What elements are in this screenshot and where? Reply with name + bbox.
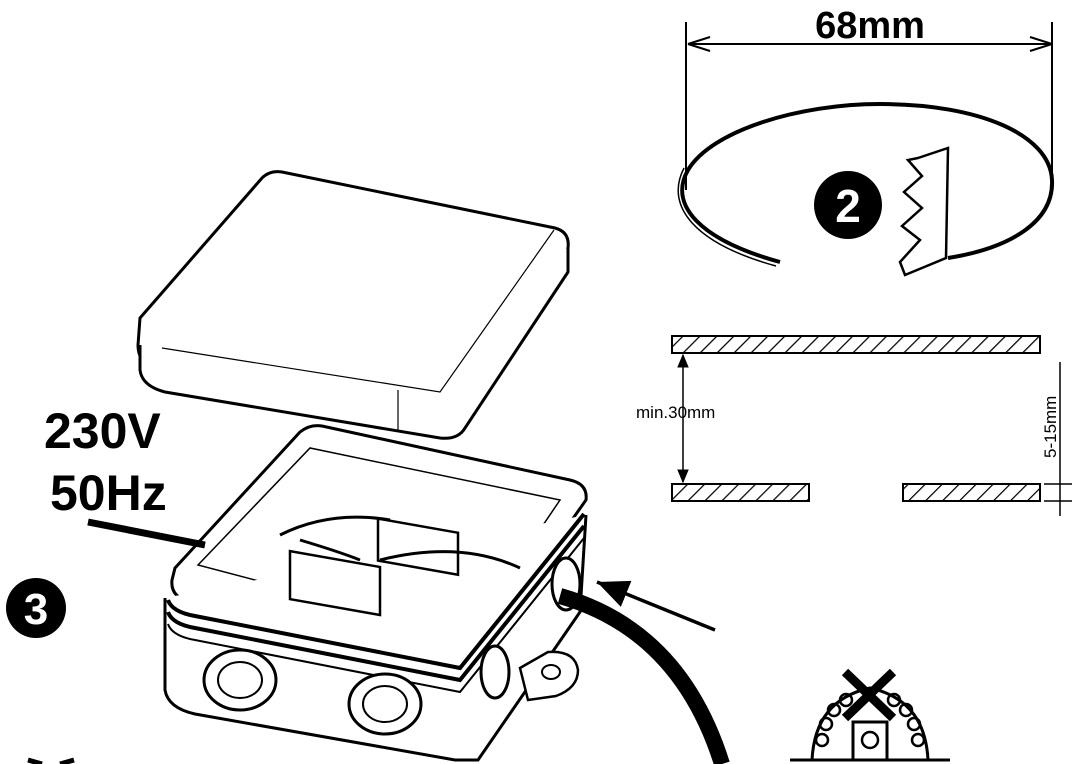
dimension-arrow-left — [687, 36, 711, 45]
step-2-number: 2 — [835, 180, 861, 232]
cross-mark-b — [841, 668, 897, 722]
lower-board-left — [671, 483, 810, 502]
min-depth-label: min.30mm — [636, 403, 715, 422]
junction-box-lid — [136, 170, 570, 440]
partial-symbol-bottom-left — [27, 757, 75, 764]
ring-outline — [680, 101, 1055, 264]
terminal-block-bottom — [288, 549, 382, 617]
cable-entering-box — [557, 588, 730, 764]
ceiling-cross-section — [671, 335, 1072, 516]
thickness-label: 5-15mm — [1041, 396, 1060, 458]
step-2-badge: 2 — [814, 171, 882, 239]
lower-board-right — [902, 483, 1041, 502]
step-3-number: 3 — [24, 585, 48, 634]
upper-ceiling-board — [671, 335, 1041, 354]
supply-cable-left — [87, 518, 206, 549]
ceiling-cutout-detail — [677, 22, 1055, 277]
voltage-label: 230V — [44, 403, 161, 459]
grommet-side-front — [479, 644, 511, 700]
serrated-edge — [898, 146, 950, 277]
frequency-label: 50Hz — [50, 465, 167, 521]
no-insulation-warning-icon — [790, 668, 950, 762]
insertion-arrow — [596, 580, 716, 632]
dimension-arrow-right — [1029, 36, 1053, 45]
step-3-badge: 3 — [6, 578, 66, 638]
diameter-label: 68mm — [815, 5, 925, 47]
internal-wires — [279, 515, 521, 570]
terminal-block-top — [376, 517, 460, 577]
junction-box-body — [163, 424, 588, 762]
